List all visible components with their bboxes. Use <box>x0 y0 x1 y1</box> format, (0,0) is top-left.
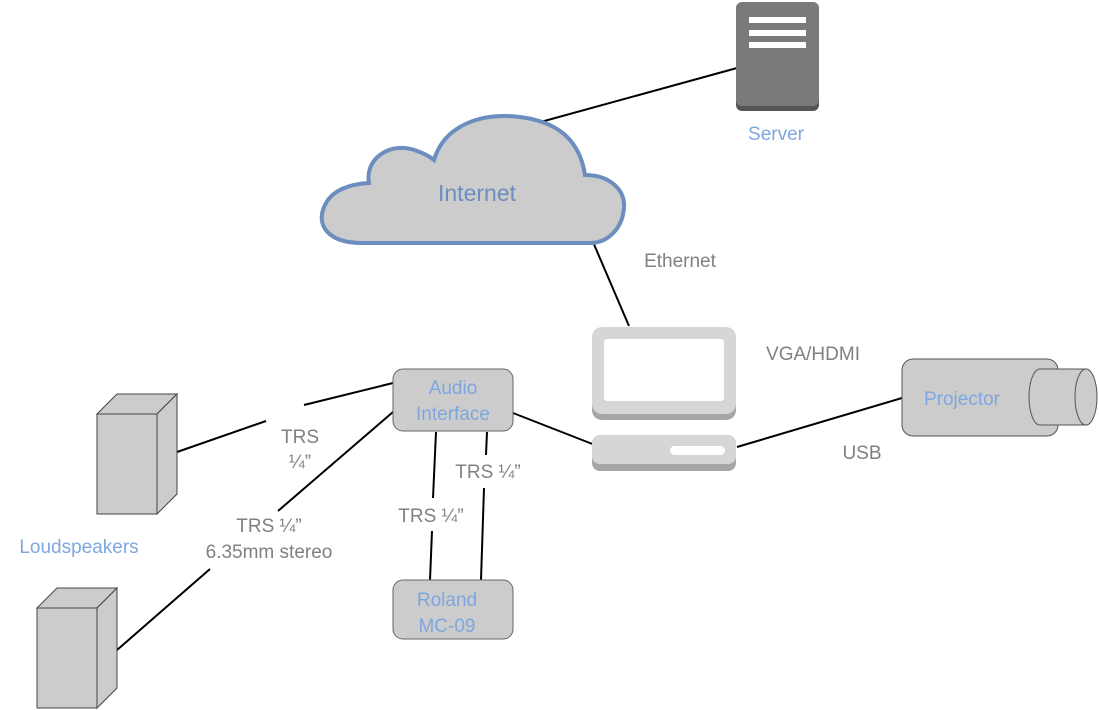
projector-node[interactable]: Projector <box>901 358 1098 437</box>
edge-interface-speaker1-b[interactable] <box>303 382 394 406</box>
roland-label-line1: Roland <box>417 590 477 611</box>
audio-interface-label-line2: Interface <box>416 404 490 425</box>
edge-interface-speaker1-a[interactable] <box>176 420 267 453</box>
speaker1-edge-label-line1: TRS <box>281 427 319 448</box>
edge-interface-speaker2-b[interactable] <box>277 411 394 512</box>
loudspeaker-icon <box>35 586 119 710</box>
speaker2-edge-label-line1: TRS ¼” <box>236 516 301 537</box>
edges <box>116 67 903 651</box>
edge-interface-roland-a1[interactable] <box>432 431 437 499</box>
audio-interface-label-line1: Audio <box>429 378 478 399</box>
ethernet-label: Ethernet <box>644 251 717 272</box>
roland-box <box>392 579 514 640</box>
computer-node[interactable] <box>592 327 736 471</box>
audio-interface-node[interactable]: Audio Interface <box>392 368 514 432</box>
speaker2-edge-label-line2: 6.35mm stereo <box>206 542 333 563</box>
internet-label: Internet <box>438 180 517 206</box>
server-node[interactable]: Server <box>736 2 819 145</box>
roland-edge-b-label: TRS ¼” <box>455 462 520 483</box>
edge-interface-speaker2-a[interactable] <box>116 568 211 651</box>
edge-interface-roland-b1[interactable] <box>485 431 488 456</box>
edge-computer-projector[interactable] <box>736 397 903 448</box>
loudspeaker-1[interactable] <box>95 392 179 516</box>
roland-label-line2: MC-09 <box>418 616 475 637</box>
edge-interface-roland-b2[interactable] <box>480 487 485 581</box>
edge-interface-computer[interactable] <box>512 412 596 446</box>
projector-label: Projector <box>924 389 1001 410</box>
loudspeaker-icon <box>95 392 179 516</box>
roland-edge-a-label: TRS ¼” <box>398 506 463 527</box>
roland-node[interactable]: Roland MC-09 <box>392 579 514 640</box>
loudspeaker-2[interactable] <box>35 586 119 710</box>
audio-interface-box <box>392 368 514 432</box>
edge-internet-computer[interactable] <box>592 241 630 327</box>
server-label: Server <box>748 124 805 145</box>
edge-interface-roland-a2[interactable] <box>429 530 433 581</box>
desktop-computer-icon <box>592 327 736 471</box>
projector-icon <box>901 358 1098 437</box>
edge-internet-server[interactable] <box>536 67 738 124</box>
internet-node[interactable]: Internet <box>319 114 626 245</box>
loudspeakers-label: Loudspeakers <box>19 537 138 558</box>
cloud-icon <box>319 114 626 245</box>
server-icon <box>736 2 819 111</box>
vga-hdmi-label: VGA/HDMI <box>766 344 860 365</box>
usb-label: USB <box>842 443 881 464</box>
speaker1-edge-label-line2: ¼” <box>289 452 311 473</box>
